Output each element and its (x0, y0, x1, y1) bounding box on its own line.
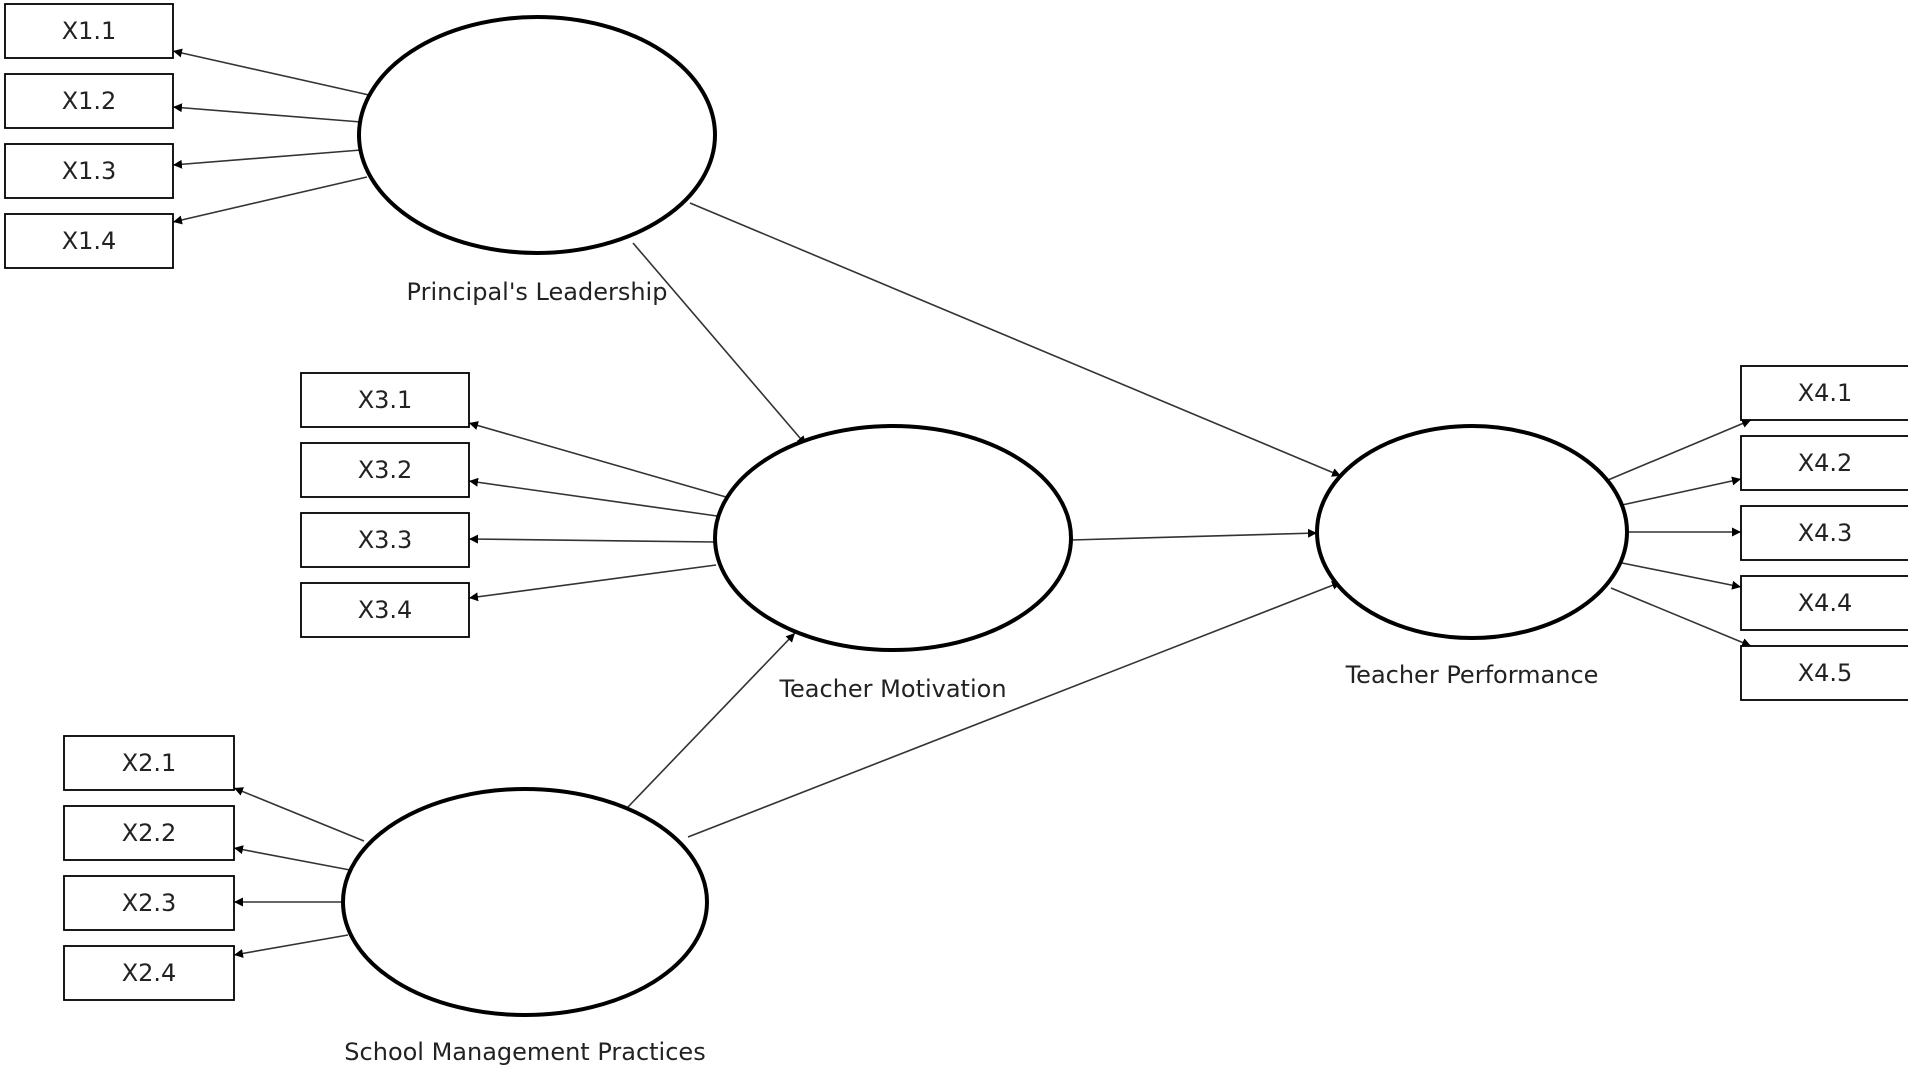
indicator-x1-4: X1.4 (4, 213, 174, 269)
arrow-principal-x1-2 (172, 103, 362, 123)
arrow-motivation-x3-2 (468, 477, 718, 517)
indicator-x1-1: X1.1 (4, 3, 174, 59)
indicator-label: X3.2 (358, 456, 413, 484)
indicator-box (1740, 365, 1908, 421)
indicator-label: X1.4 (62, 227, 117, 255)
arrow-smp-x2-2 (233, 845, 351, 871)
indicator-box (1740, 505, 1908, 561)
arrow-performance-x4-2 (1621, 476, 1742, 506)
arrow-smp-x2-4 (233, 934, 349, 958)
arrow-principal-x1-1 (172, 48, 370, 96)
indicator-x1-3: X1.3 (4, 143, 174, 199)
indicator-box (300, 442, 470, 498)
indicator-box (1740, 645, 1908, 701)
construct-ellipse-smp (341, 787, 709, 1017)
indicator-box (4, 213, 174, 269)
indicator-label: X4.4 (1798, 589, 1853, 617)
indicator-label: X1.1 (62, 17, 117, 45)
indicator-x2-1: X2.1 (63, 735, 235, 791)
indicator-x3-3: X3.3 (300, 512, 470, 568)
indicator-x1-2: X1.2 (4, 73, 174, 129)
path-smp-performance (687, 581, 1342, 838)
indicator-box (63, 735, 235, 791)
arrow-motivation-x3-1 (468, 421, 727, 498)
indicator-label: X3.1 (358, 386, 413, 414)
indicator-box (1740, 575, 1908, 631)
indicator-box (63, 945, 235, 1001)
indicator-box (4, 3, 174, 59)
indicator-label: X2.2 (122, 819, 177, 847)
indicator-label: X4.3 (1798, 519, 1853, 547)
indicator-label: X4.2 (1798, 449, 1853, 477)
edges-layer (172, 48, 1752, 958)
indicator-label: X3.4 (358, 596, 413, 624)
indicator-label: X1.2 (62, 87, 117, 115)
indicator-x4-3: X4.3 (1740, 505, 1908, 561)
indicator-x4-5: X4.5 (1740, 645, 1908, 701)
construct-label-smp: School Management Practices (344, 1038, 705, 1066)
indicator-label: X2.4 (122, 959, 177, 987)
indicator-box (63, 875, 235, 931)
path-principal-motivation (632, 242, 807, 446)
indicator-label: X1.3 (62, 157, 117, 185)
arrow-principal-x1-3 (172, 149, 362, 169)
construct-ellipse-motivation (713, 424, 1073, 652)
construct-label-motivation: Teacher Motivation (778, 675, 1006, 703)
construct-ellipse-performance (1315, 424, 1629, 640)
indicator-box (300, 512, 470, 568)
indicator-label: X4.1 (1798, 379, 1853, 407)
arrow-motivation-x3-3 (468, 534, 717, 544)
indicator-x2-4: X2.4 (63, 945, 235, 1001)
indicator-x2-3: X2.3 (63, 875, 235, 931)
indicator-box (300, 582, 470, 638)
indicator-x2-2: X2.2 (63, 805, 235, 861)
indicator-box (1740, 435, 1908, 491)
construct-label-performance: Teacher Performance (1345, 661, 1599, 689)
indicator-x4-1: X4.1 (1740, 365, 1908, 421)
path-smp-motivation (626, 632, 796, 809)
indicator-x3-2: X3.2 (300, 442, 470, 498)
arrow-motivation-x3-4 (468, 564, 717, 602)
construct-ellipse-principal (357, 15, 717, 255)
indicator-label: X2.3 (122, 889, 177, 917)
arrow-smp-x2-1 (233, 787, 365, 842)
indicator-box (300, 372, 470, 428)
indicator-x4-4: X4.4 (1740, 575, 1908, 631)
indicator-x3-1: X3.1 (300, 372, 470, 428)
indicator-label: X4.5 (1798, 659, 1853, 687)
construct-label-principal: Principal's Leadership (407, 278, 668, 306)
indicator-box (4, 143, 174, 199)
construct-performance: Teacher Performance (1315, 424, 1629, 689)
construct-smp: School Management Practices (341, 787, 709, 1066)
indicator-box (63, 805, 235, 861)
arrow-principal-x1-4 (172, 176, 368, 225)
construct-motivation: Teacher Motivation (713, 424, 1073, 703)
arrow-performance-x4-4 (1621, 562, 1742, 590)
indicator-x3-4: X3.4 (300, 582, 470, 638)
path-principal-performance (689, 202, 1342, 477)
indicator-box (4, 73, 174, 129)
indicator-x4-2: X4.2 (1740, 435, 1908, 491)
indicator-label: X3.3 (358, 526, 413, 554)
indicator-label: X2.1 (122, 749, 177, 777)
arrow-performance-x4-1 (1607, 419, 1752, 481)
path-motivation-performance (1070, 528, 1318, 541)
construct-principal: Principal's Leadership (357, 15, 717, 306)
arrow-performance-x4-5 (1610, 587, 1752, 647)
